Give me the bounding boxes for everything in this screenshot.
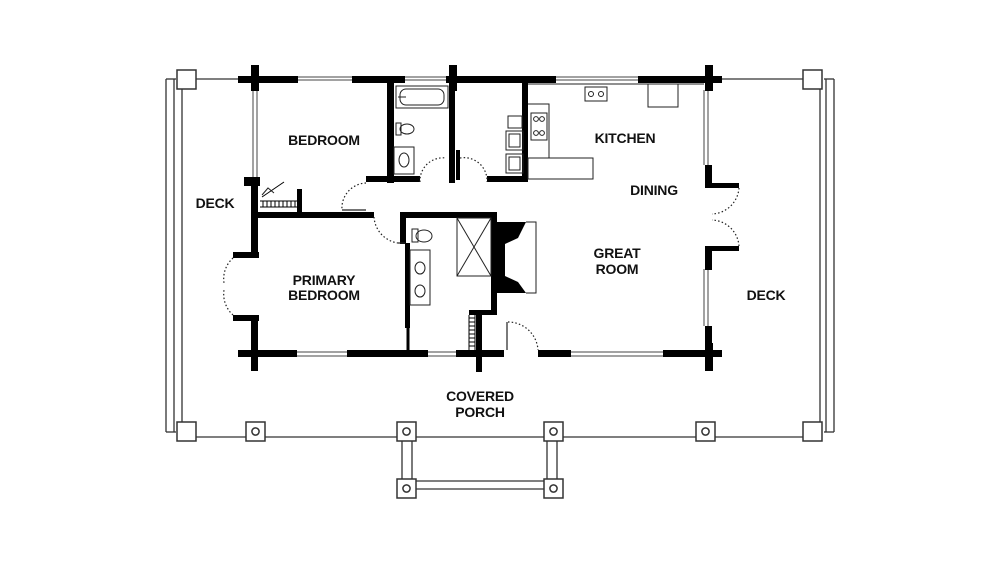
closet-shelving	[260, 200, 476, 350]
deck-posts	[176, 69, 823, 442]
label-kitchen: KITCHEN	[595, 130, 656, 146]
label-deck-right: DECK	[747, 287, 786, 303]
label-deck-left: DECK	[196, 195, 235, 211]
door-leaves	[342, 209, 508, 350]
walls	[233, 65, 739, 372]
windows	[252, 76, 709, 357]
label-dining: DINING	[630, 182, 678, 198]
door-swings	[223, 157, 740, 351]
fixtures	[261, 83, 704, 306]
label-bedroom: BEDROOM	[288, 132, 360, 148]
label-covered-porch-line1: COVERED	[446, 388, 514, 404]
porch-posts	[245, 421, 716, 499]
label-primary-bedroom-line2: BEDROOM	[288, 287, 360, 303]
label-covered-porch-line2: PORCH	[455, 404, 505, 420]
room-labels: BEDROOM KITCHEN DINING DECK GREAT ROOM P…	[196, 130, 786, 420]
label-primary-bedroom-line1: PRIMARY	[293, 272, 357, 288]
label-great-room-line2: ROOM	[596, 261, 639, 277]
label-great-room-line1: GREAT	[594, 245, 642, 261]
